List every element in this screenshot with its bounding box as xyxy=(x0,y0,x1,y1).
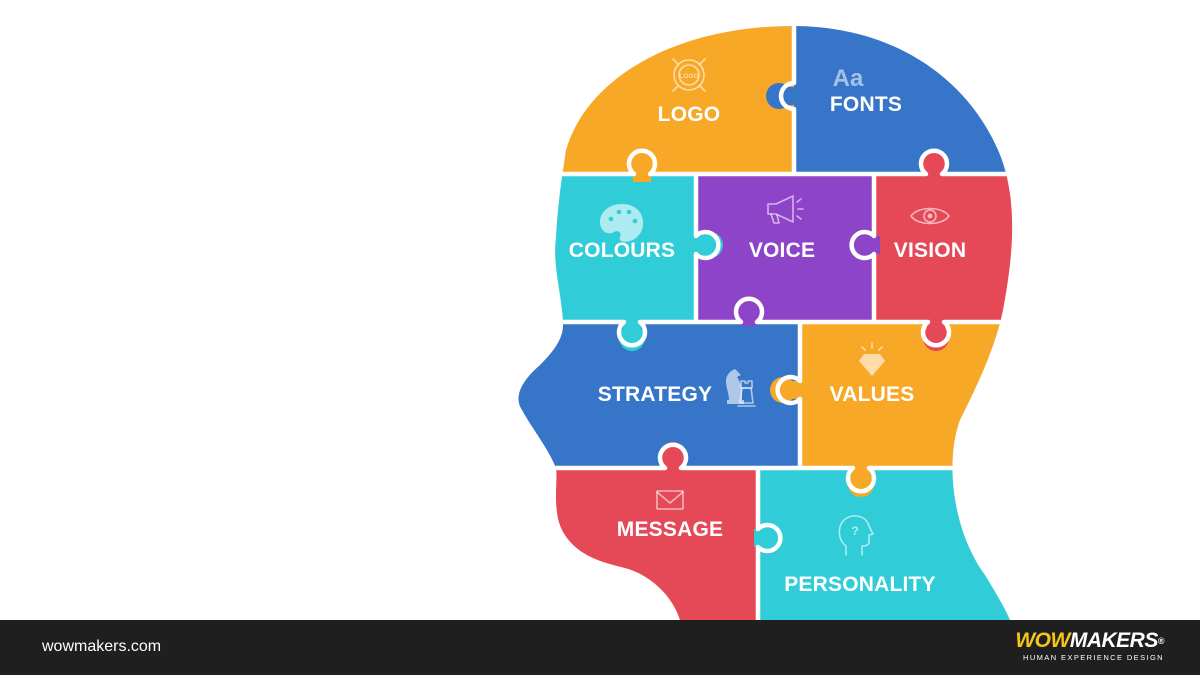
colours-label: COLOURS xyxy=(569,239,675,262)
puzzle-head-svg: LOGO Aa ? LOGO FONTS xyxy=(518,26,1013,620)
footer-bar: wowmakers.com WOWMAKERS® HUMAN EXPERIENC… xyxy=(0,620,1200,675)
brand-logo: WOWMAKERS® HUMAN EXPERIENCE DESIGN xyxy=(1015,630,1164,663)
brand-puzzle-head-diagram: LOGO Aa ? LOGO FONTS xyxy=(518,26,1013,620)
eye-icon xyxy=(910,207,950,225)
vision-piece xyxy=(874,174,1013,322)
values-label: VALUES xyxy=(830,383,915,406)
palette-icon xyxy=(600,204,644,242)
brand-wordmark: WOWMAKERS® xyxy=(1015,630,1164,652)
aa-type-icon: Aa xyxy=(833,65,864,92)
diamond-icon xyxy=(859,342,885,376)
envelope-icon xyxy=(656,490,684,510)
brand-tagline: HUMAN EXPERIENCE DESIGN xyxy=(1023,653,1164,662)
personality-piece xyxy=(758,468,1013,620)
logo-piece xyxy=(518,26,794,174)
svg-text:?: ? xyxy=(851,524,858,538)
logo-badge-icon: LOGO xyxy=(672,58,706,92)
personality-label: PERSONALITY xyxy=(784,573,936,596)
message-label: MESSAGE xyxy=(617,518,723,541)
brand-makers-text: MAKERS xyxy=(1069,629,1159,652)
voice-label: VOICE xyxy=(749,239,815,262)
head-question-icon: ? xyxy=(838,515,874,556)
megaphone-icon xyxy=(767,195,804,224)
strategy-label: STRATEGY xyxy=(598,383,712,406)
vision-label: VISION xyxy=(894,239,966,262)
strategy-piece xyxy=(518,322,800,468)
logo-badge-text: LOGO xyxy=(679,73,698,80)
fonts-label: FONTS xyxy=(830,93,902,116)
chess-icon xyxy=(726,369,756,407)
message-piece xyxy=(518,468,758,620)
puzzle-seams xyxy=(518,26,1013,620)
site-link[interactable]: wowmakers.com xyxy=(42,638,162,655)
registered-mark: ® xyxy=(1157,636,1165,646)
brand-wow-text: WOW xyxy=(1015,629,1070,652)
logo-label: LOGO xyxy=(658,103,721,126)
